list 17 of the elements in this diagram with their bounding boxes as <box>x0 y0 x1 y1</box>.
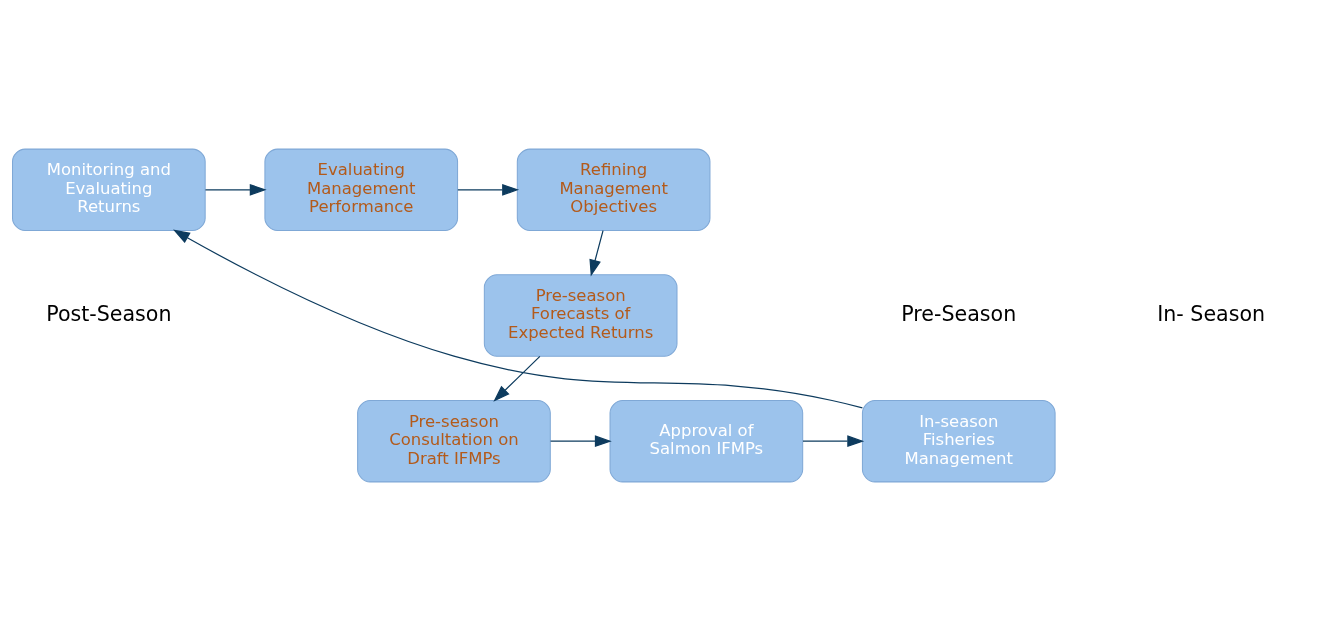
node-box: Refining Management Objectives <box>516 148 711 232</box>
label: Pre-Season <box>901 301 1017 326</box>
arrow <box>493 355 541 402</box>
node-box: Approval of Salmon IFMPs <box>609 399 804 483</box>
node-box: Monitoring and Evaluating Returns <box>12 148 206 232</box>
node-box: Pre-season Consultation on Draft IFMPs <box>357 399 551 483</box>
label: Post-Season <box>46 301 172 326</box>
node-box: Pre-season Forecasts of Expected Returns <box>483 274 678 357</box>
label: In- Season <box>1157 301 1266 326</box>
arrow <box>173 229 863 409</box>
node-box: Evaluating Management Performance <box>264 148 459 232</box>
arrow <box>457 183 520 196</box>
arrow <box>204 183 267 196</box>
arrow <box>802 435 865 448</box>
node-box: In-season Fisheries Management <box>861 399 1056 483</box>
arrow <box>549 435 612 448</box>
arrow <box>589 230 604 277</box>
